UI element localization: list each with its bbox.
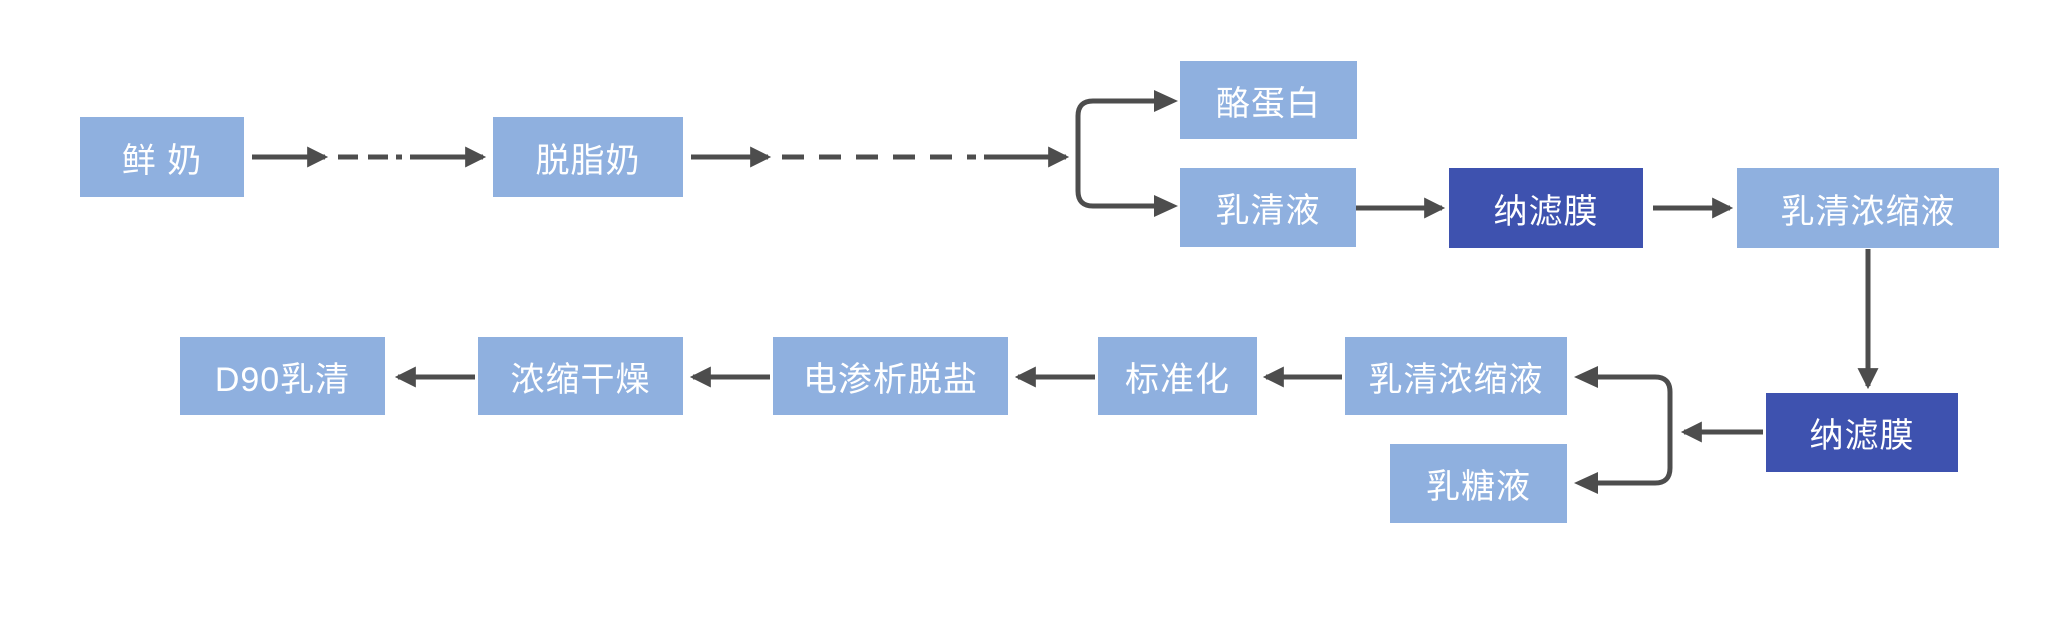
fork-bracket-casein-whey — [1075, 90, 1178, 217]
node-nanofiltration-membrane-1: 纳滤膜 — [1449, 168, 1643, 248]
node-nanofiltration-membrane-2: 纳滤膜 — [1766, 393, 1958, 472]
node-whey-concentrate-2: 乳清浓缩液 — [1345, 337, 1567, 415]
node-standardization: 标准化 — [1098, 337, 1257, 415]
node-skim-milk: 脱脂奶 — [493, 117, 683, 197]
node-concentration-drying: 浓缩干燥 — [478, 337, 683, 415]
node-fresh-milk: 鲜 奶 — [80, 117, 244, 197]
node-lactose-liquid: 乳糖液 — [1390, 444, 1567, 523]
node-casein: 酪蛋白 — [1180, 61, 1357, 139]
node-whey-liquid: 乳清液 — [1180, 168, 1356, 247]
node-whey-concentrate-1: 乳清浓缩液 — [1737, 168, 1999, 248]
node-electrodialysis-desalination: 电渗析脱盐 — [773, 337, 1008, 415]
fork-bracket-concentrate-lactose — [1574, 366, 1673, 494]
node-d90-whey: D90乳清 — [180, 337, 385, 415]
